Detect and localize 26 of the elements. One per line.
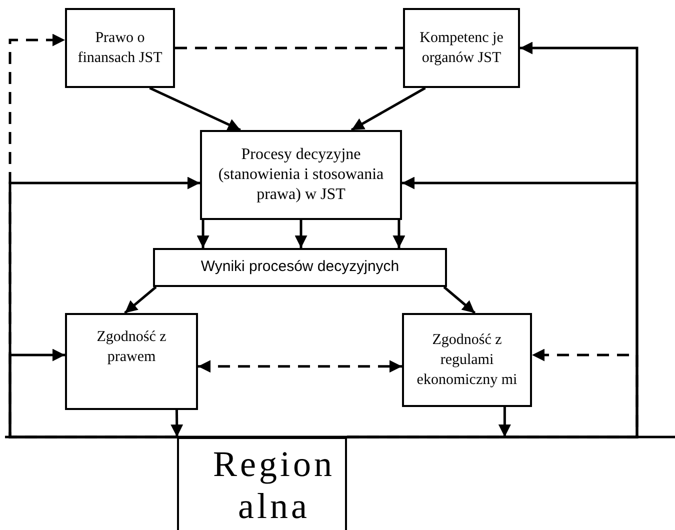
compliance-box bbox=[402, 313, 532, 407]
arrow bbox=[8, 34, 177, 438]
box-label: Zgodność z regulami ekonomiczny mi bbox=[416, 331, 518, 390]
arrow bbox=[124, 286, 157, 314]
process-box bbox=[200, 130, 402, 220]
box-label: Kompetenc je organów JST bbox=[418, 29, 504, 68]
arrow bbox=[392, 220, 406, 248]
box-label: Zgodność z prawem bbox=[96, 328, 168, 367]
institution-box bbox=[177, 437, 347, 530]
arrow bbox=[294, 220, 308, 248]
arrow bbox=[443, 286, 476, 314]
law-box bbox=[65, 8, 175, 88]
arrow bbox=[149, 86, 241, 132]
compliance-box bbox=[65, 313, 198, 410]
arrow bbox=[198, 360, 402, 373]
arrow bbox=[350, 86, 426, 132]
arrow bbox=[196, 220, 210, 248]
arrow bbox=[170, 410, 184, 438]
box-label: Wyniki procesów decyzyjnych bbox=[200, 257, 400, 278]
box-label: Procesy decyzyjne (stanowienia i stosowania prawa) w JST bbox=[217, 145, 385, 205]
box-label: Prawo o finansach JST bbox=[76, 29, 164, 68]
competence-box bbox=[403, 8, 520, 88]
arrow bbox=[498, 407, 511, 437]
results-box bbox=[153, 248, 447, 287]
arrow bbox=[347, 348, 638, 438]
box-label: Region alna bbox=[212, 443, 336, 527]
